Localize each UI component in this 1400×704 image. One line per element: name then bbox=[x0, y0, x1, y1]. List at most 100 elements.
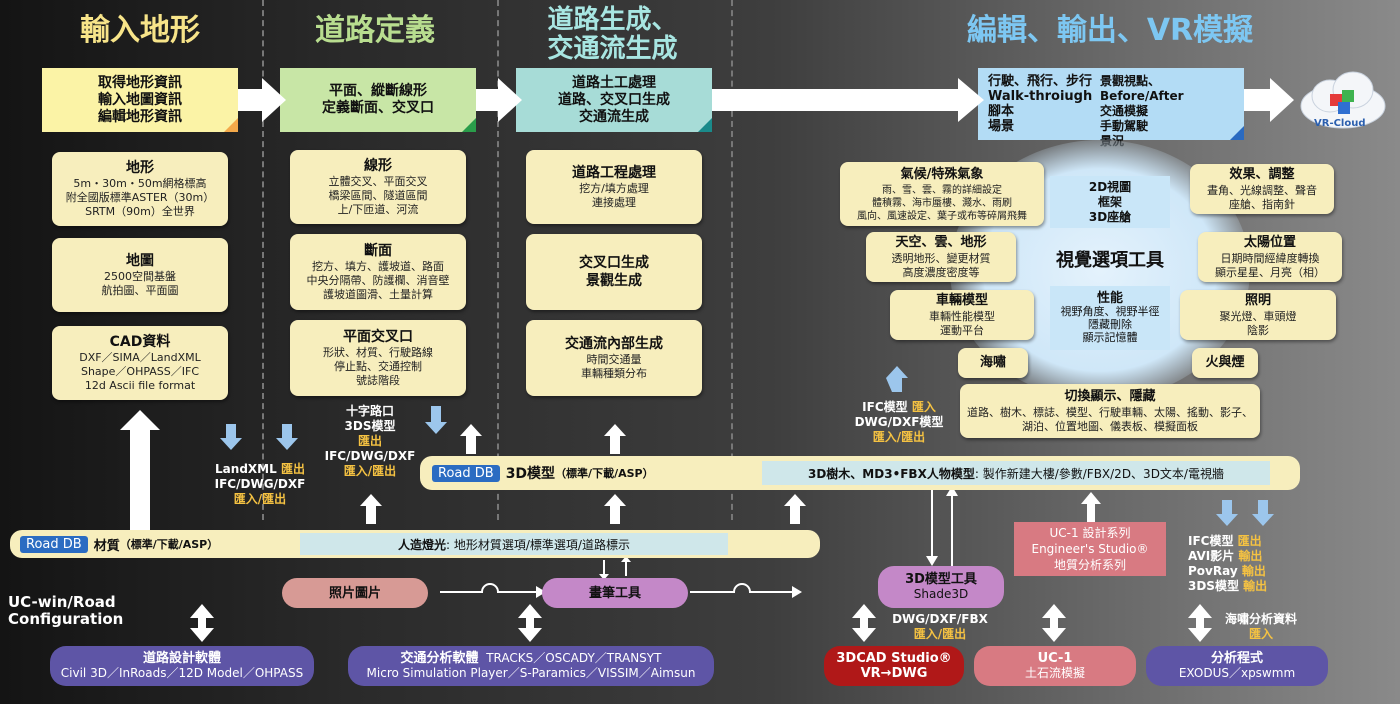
3d-model-tool-pill: 3D模型工具 Shade3D bbox=[878, 566, 1004, 608]
io-label-text: DWG/DXF/FBX bbox=[892, 612, 988, 626]
down-arrow bbox=[425, 406, 447, 434]
sky-card: 天空、雲、地形 透明地形、變更材質 高度濃度密度等 bbox=[866, 232, 1016, 282]
box-corner bbox=[698, 118, 712, 132]
flow-arrow bbox=[476, 78, 522, 122]
flow-line bbox=[440, 583, 540, 593]
card-body: DXF／SIMA／LandXML Shape／OHPASS／IFC 12d As… bbox=[79, 351, 201, 392]
up-arrow bbox=[460, 424, 482, 454]
road-db-tag: Road DB bbox=[20, 535, 88, 553]
junction-model-label: 十字路口 3DS模型 匯出 IFC/DWG/DXF 匯入/匯出 bbox=[320, 404, 420, 479]
edit-output-col1: 行駛、飛行、步行 Walk-throiugh 腳本 場景 bbox=[988, 74, 1093, 134]
card-title: 天空、雲、地形 bbox=[895, 235, 987, 250]
io-label-text: 海嘯分析資料 bbox=[1224, 612, 1297, 626]
uc1-series-box: UC-1 設計系列 Engineer's Studio® 地質分析系列 bbox=[1014, 522, 1166, 576]
performance-box: 性能 視野角度、視野半徑 隱藏刪除 顯示記憶體 bbox=[1050, 286, 1170, 350]
card-title: 氣候/特殊氣象 bbox=[900, 166, 984, 182]
stage-divider bbox=[731, 0, 733, 520]
pill-subtitle: EXODUS／xpswmm bbox=[1178, 666, 1296, 680]
bar-subtitle: （標準/下載/ASP） bbox=[119, 538, 219, 551]
card-title: 車輛模型 bbox=[935, 293, 988, 308]
io-label-text: IFC模型 bbox=[862, 400, 912, 414]
io-label-mode: 匯入 bbox=[911, 400, 936, 414]
road-definition-summary-text: 平面、縱斷線形 定義斷面、交叉口 bbox=[322, 83, 434, 116]
down-arrow bbox=[599, 574, 609, 580]
stage-title-road-definition: 道路定義 bbox=[315, 13, 435, 48]
card-title: CAD資料 bbox=[109, 334, 171, 350]
road-design-software-pill: 道路設計軟體 Civil 3D／InRoads／12D Model／OHPASS bbox=[50, 646, 314, 686]
up-arrow bbox=[604, 424, 626, 454]
card-body: 雨、雪、雲、霧的詳細設定 體積霧、海市蜃樓、濺水、雨刷 風向、風速設定、葉子或布… bbox=[857, 184, 1027, 222]
card-title: 斷面 bbox=[364, 243, 392, 259]
up-arrow bbox=[120, 410, 160, 530]
traffic-software-pill: 交通分析軟體 TRACKS／OSCADY／TRANSYT Micro Simul… bbox=[348, 646, 714, 686]
io-label-text: IFC模型 bbox=[1188, 534, 1238, 548]
uc1-debris-pill: UC-1 土石流模擬 bbox=[974, 646, 1136, 686]
card-body: 2500空間基盤 航拍圖、平面圖 bbox=[101, 270, 179, 297]
box-body: 視野角度、視野半徑 隱藏刪除 顯示記憶體 bbox=[1060, 305, 1160, 344]
box-corner bbox=[224, 118, 238, 132]
card-title: 切換顯示、隱藏 bbox=[1064, 389, 1156, 404]
traffic-gen-card: 交通流內部生成 時間交通量 車輛種類分布 bbox=[526, 320, 702, 396]
landxml-label: LandXML 匯出 IFC/DWG/DXF 匯入/匯出 bbox=[200, 462, 320, 507]
road-generation-summary-box: 道路土工處理 道路、交叉口生成 交通流生成 bbox=[516, 68, 712, 132]
card-title: 道路工程處理 bbox=[572, 165, 656, 181]
card-body: 晝角、光線調整、聲音 座艙、指南針 bbox=[1207, 184, 1317, 211]
cad-data-card: CAD資料 DXF／SIMA／LandXML Shape／OHPASS／IFC … bbox=[52, 326, 228, 400]
right-arrow bbox=[536, 586, 546, 598]
up-arrow bbox=[1081, 492, 1101, 524]
io-label-mode: 匯入/匯出 bbox=[872, 430, 926, 444]
vr-cloud-label: VR-Cloud bbox=[1314, 118, 1366, 129]
cross-section-card: 斷面 挖方、填方、護坡道、路面 中央分隔帶、防護欄、消音壁 護坡道圖滑、土量計算 bbox=[290, 234, 466, 310]
io-label-mode: 匯入/匯出 bbox=[233, 492, 287, 506]
pill-title: 交通分析軟體 bbox=[400, 651, 479, 666]
pill-title: 3D模型工具 bbox=[905, 572, 977, 587]
card-body: 形狀、材質、行駛路線 停止點、交通控制 號誌階段 bbox=[323, 346, 433, 387]
pill-title: 3DCAD Studio® bbox=[836, 651, 952, 666]
pill-title: UC-1 bbox=[1037, 651, 1073, 666]
inner-bold: 人造燈光 bbox=[398, 537, 447, 552]
card-title: 太陽位置 bbox=[1243, 235, 1296, 250]
intersection-gen-card: 交叉口生成 景觀生成 bbox=[526, 234, 702, 310]
up-arrow bbox=[784, 494, 806, 524]
card-body: 車輛性能模型 運動平台 bbox=[929, 310, 995, 337]
io-label-text: PovRay bbox=[1188, 564, 1242, 578]
edit-output-summary-box: 行駛、飛行、步行 Walk-throiugh 腳本 場景 景觀視點、Before… bbox=[978, 68, 1244, 148]
io-label-text: DWG/DXF模型 bbox=[854, 415, 944, 429]
road-db-tag: Road DB bbox=[432, 464, 500, 482]
bar-title: 3D模型 bbox=[505, 466, 556, 482]
3d-model-inner: 3D樹木、MD3•FBX人物模型 : 製作新建大樓/參數/FBX/2D、3D文本… bbox=[762, 461, 1270, 485]
terrain-card: 地形 5m・30m・50m網格標高 附全國版標準ASTER（30m） SRTM（… bbox=[52, 152, 228, 226]
io-label-text: AVI影片 bbox=[1188, 549, 1239, 563]
flow-arrow bbox=[1244, 78, 1294, 122]
output-formats-label: IFC模型 匯出 AVI影片 輸出 PovRay 輸出 3DS模型 輸出 bbox=[1188, 534, 1288, 594]
down-arrow bbox=[926, 556, 938, 566]
flow-line bbox=[690, 583, 796, 593]
stage-title-road-generation: 道路生成、 交通流生成 bbox=[547, 5, 678, 64]
right-arrow bbox=[792, 586, 802, 598]
stage-title-edit-output-vr: 編輯、輸出、VR模擬 bbox=[966, 13, 1254, 48]
io-label-text: 十字路口 bbox=[345, 404, 394, 418]
pill-title: 分析程式 bbox=[1210, 651, 1263, 666]
up-arrow bbox=[886, 378, 902, 392]
up-arrow bbox=[621, 556, 631, 562]
io-label-mode: 匯入/匯出 bbox=[913, 627, 967, 641]
inner-text: : 製作新建大樓/參數/FBX/2D、3D文本/電視牆 bbox=[974, 466, 1224, 481]
card-title: 地形 bbox=[126, 160, 154, 176]
pill-title-rest: TRACKS／OSCADY／TRANSYT bbox=[486, 651, 662, 665]
card-body: 挖方、填方、護坡道、路面 中央分隔帶、防護欄、消音壁 護坡道圖滑、土量計算 bbox=[306, 260, 450, 301]
stage-title-terrain: 輸入地形 bbox=[80, 13, 200, 48]
card-title: 地圖 bbox=[126, 253, 154, 269]
card-body: 聚光燈、車頭燈 陰影 bbox=[1219, 310, 1297, 337]
flow-arrow bbox=[712, 78, 984, 122]
bar-title: 材質 bbox=[93, 538, 120, 554]
tsunami-data-label: 海嘯分析資料 匯入 bbox=[1216, 612, 1306, 642]
visual-tools-title: 視覺選項工具 bbox=[1056, 250, 1164, 271]
pill-subtitle: Shade3D bbox=[913, 587, 969, 601]
stage-divider bbox=[497, 0, 499, 520]
sun-position-card: 太陽位置 日期時間經緯度轉換 顯示星星、月亮（相） bbox=[1198, 232, 1342, 282]
card-title: 照明 bbox=[1244, 293, 1271, 308]
paint-tool-pill: 畫筆工具 bbox=[542, 578, 688, 608]
up-arrow bbox=[604, 494, 626, 524]
card-body: 立體交叉、平面交叉 橋梁區間、隧道區間 上/下匝道、河流 bbox=[328, 175, 428, 216]
